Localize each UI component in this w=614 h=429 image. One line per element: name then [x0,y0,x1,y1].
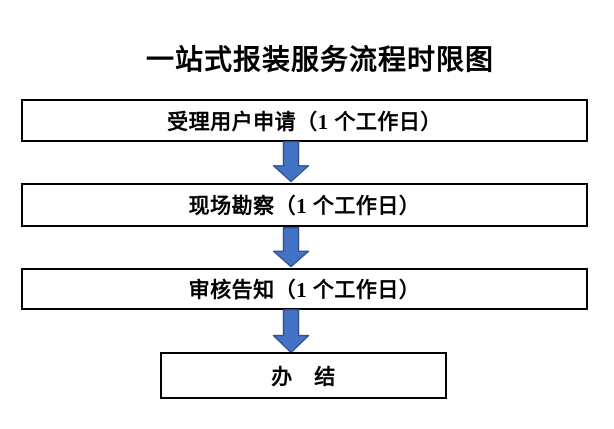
flow-step-label: 办 结 [271,364,336,389]
down-arrow-icon [272,227,310,268]
flow-step-review-notify: 审核告知（1 个工作日） [21,268,588,310]
down-arrow-icon [272,141,310,183]
down-arrow-icon [272,309,310,354]
down-arrow-shape [272,227,310,268]
flow-step-label: 现场勘察（1 个工作日） [188,194,421,218]
flow-step-completed: 办 结 [160,352,447,399]
flow-step-accept-application: 受理用户申请（1 个工作日） [21,99,588,142]
flow-step-label: 审核告知（1 个工作日） [188,278,421,302]
flow-step-site-survey: 现场勘察（1 个工作日） [21,183,588,227]
down-arrow-shape [272,309,310,354]
down-arrow-shape [272,141,310,183]
page-title: 一站式报装服务流程时限图 [145,45,494,76]
flow-step-label: 受理用户申请（1 个工作日） [167,109,442,134]
